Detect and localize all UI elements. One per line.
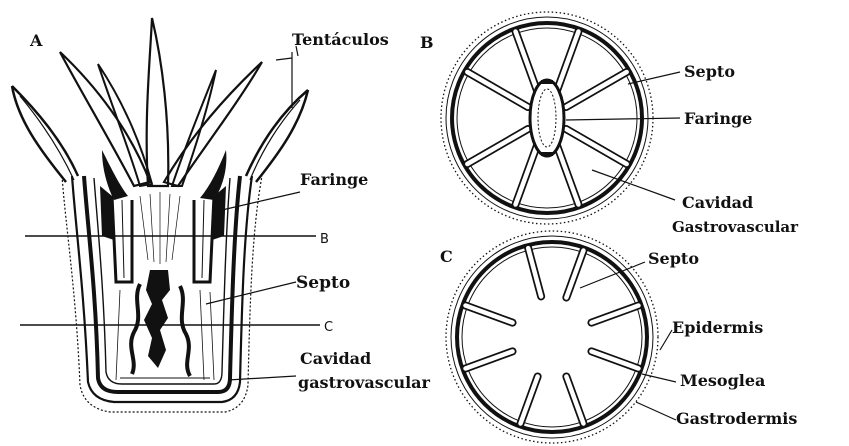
panel-b-pharynx [530, 80, 564, 156]
tentacle-inner-right [172, 70, 216, 186]
label-cavidad-a-1: Cavidad [300, 349, 371, 368]
label-mesoglea: Mesoglea [680, 371, 765, 390]
panel-c-drawing [446, 231, 658, 443]
label-gastrodermis: Gastrodermis [676, 409, 797, 428]
section-label-c: C [324, 320, 333, 335]
leader-tentaculos [276, 46, 298, 108]
label-epidermis: Epidermis [672, 318, 763, 337]
oral-disc-lines [140, 192, 180, 264]
panel-c-epidermis [451, 236, 653, 438]
leader-faringe-a [222, 192, 300, 210]
panel-c-septum-core [591, 351, 638, 368]
panel-label-c: C [440, 247, 453, 266]
leader-epidermis [660, 330, 672, 350]
panel-c-septum-core [466, 306, 513, 323]
label-cavidad-a-2: gastrovascular [298, 373, 431, 392]
label-cavidad-b-1: Cavidad [682, 193, 753, 212]
panel-c-body-wall [457, 242, 647, 432]
tentacle-right-inner [250, 100, 300, 180]
panel-c-epidermis-dots [446, 231, 658, 443]
label-septo-a: Septo [296, 273, 350, 293]
leader-septo-b [628, 72, 680, 84]
label-cavidad-b-2: Gastrovascular [672, 218, 799, 236]
panel-a-drawing [12, 18, 320, 412]
tentacle-center [147, 18, 169, 186]
leader-faringe-b [566, 118, 680, 120]
panel-b-drawing [441, 12, 653, 224]
pharynx-inner [122, 200, 204, 278]
leader-cavidad-a [228, 376, 296, 380]
panel-label-b: B [420, 33, 434, 52]
panel-b-septum-core [566, 129, 627, 164]
panel-c-septum-core [566, 376, 583, 423]
label-tentaculos: Tentáculos [292, 30, 389, 49]
leader-gastrodermis [636, 402, 676, 420]
mesentery-filament-right [180, 286, 190, 376]
leader-mesoglea [642, 374, 676, 382]
label-septo-b: Septo [684, 62, 735, 81]
panel-c-septum-core [466, 351, 513, 368]
label-faringe-a: Faringe [300, 170, 368, 189]
pharynx [112, 196, 214, 282]
tentacle-left-inner [20, 96, 74, 180]
panel-c-septum-core [521, 376, 538, 423]
panel-b-septum-core [566, 72, 627, 107]
panel-b-septum-core [467, 72, 528, 107]
panel-label-a: A [29, 31, 43, 50]
mesentery-filament-left [131, 284, 140, 374]
section-label-b: B [320, 232, 329, 247]
panel-b-septum-core [467, 129, 528, 164]
panel-c-septum-core [528, 248, 541, 296]
panel-c-septum-core [591, 306, 638, 323]
mesentery-filaments [144, 270, 170, 368]
label-septo-c: Septo [648, 249, 699, 268]
label-faringe-b: Faringe [684, 109, 752, 128]
panel-c-septum-core [566, 251, 583, 298]
